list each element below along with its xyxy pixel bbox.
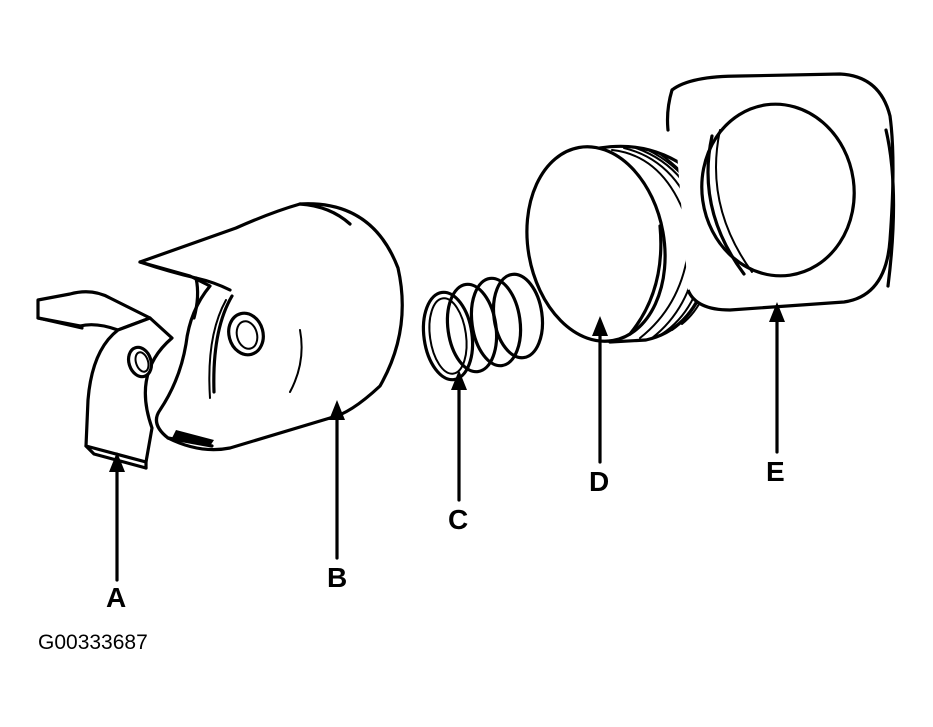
- label-e: E: [766, 456, 785, 487]
- label-a: A: [106, 582, 127, 613]
- part-a-bearing-shell: [36, 290, 174, 470]
- part-e-seal-plate: [665, 72, 896, 312]
- part-c-spring: [421, 272, 545, 382]
- callout-arrows: [109, 302, 785, 582]
- label-d: D: [589, 466, 610, 497]
- part-b-housing: [138, 202, 404, 452]
- label-c: C: [448, 504, 469, 535]
- figure-id: G00333687: [38, 631, 148, 654]
- label-b: B: [327, 562, 348, 593]
